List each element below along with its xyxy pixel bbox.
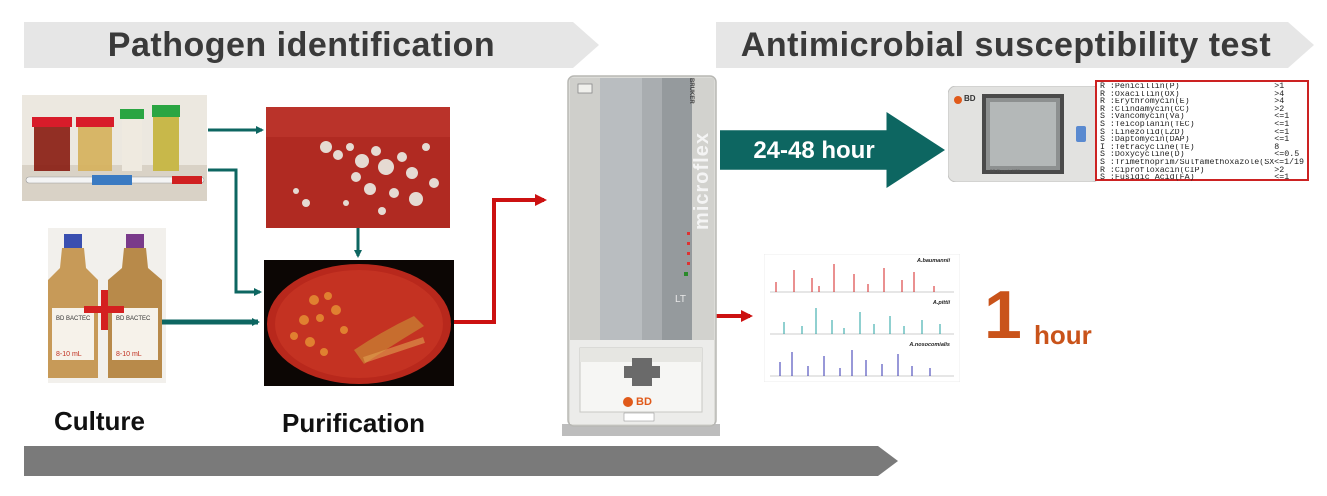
ast-value: <=1 bbox=[1274, 119, 1290, 129]
ast-header: Antimicrobial susceptibility test bbox=[716, 22, 1314, 68]
ast-flag: S bbox=[1100, 135, 1105, 145]
ast-row: S :Doxycycline(D) <=0.5 bbox=[1100, 151, 1304, 159]
ast-flag: R bbox=[1100, 165, 1105, 175]
ast-flag: I bbox=[1100, 142, 1105, 152]
instrument-brand-label: microflex bbox=[691, 132, 713, 230]
timeline-bar bbox=[24, 446, 898, 476]
spectrum-organism-label: A.baumannii bbox=[916, 258, 950, 264]
ast-row: R :Oxacillin(OX) >4 bbox=[1100, 89, 1304, 99]
purification-caption: Purification bbox=[282, 408, 426, 438]
ast-value: <=1 bbox=[1274, 127, 1290, 137]
short-time-unit: hour bbox=[1034, 320, 1092, 350]
ast-flag: S bbox=[1100, 127, 1105, 137]
ast-row: S :Vancomycin(Va) <=1 bbox=[1100, 113, 1304, 121]
ast-drug: :Ciprofloxacin(CIP) bbox=[1109, 166, 1205, 175]
culture-caption: Culture bbox=[54, 406, 145, 436]
ast-row: R :Erythromycin(E) >4 bbox=[1100, 98, 1304, 106]
ast-drug: :Teicoplanin(TEC) bbox=[1109, 120, 1195, 129]
ast-drug: :Linezolid(LZD) bbox=[1109, 128, 1185, 137]
bottle-label-left: BD BACTEC bbox=[56, 316, 91, 322]
ast-drug: :Clindamycin(CC) bbox=[1109, 105, 1190, 114]
ast-row: S :Trimethoprim/Sulfamethoxazole(SXT)<=1/… bbox=[1100, 157, 1304, 167]
ast-row: S :Fusidic Acid(FA) <=1 bbox=[1100, 174, 1304, 182]
ast-flag: R bbox=[1100, 104, 1105, 114]
ast-value: >4 bbox=[1274, 89, 1285, 99]
short-time-number: 1 bbox=[984, 277, 1022, 353]
spectrum-organism-label: A.nosocomialis bbox=[908, 342, 950, 348]
ast-flag: S bbox=[1100, 119, 1105, 129]
ast-value: <=1 bbox=[1274, 112, 1290, 122]
bottle-volume-left: 8-10 mL bbox=[56, 351, 82, 358]
phoenix-model-label: BD Phoenix M50 bbox=[990, 168, 1021, 173]
ast-value: <=1 bbox=[1274, 135, 1290, 145]
ast-drug: :Oxacillin(OX) bbox=[1109, 90, 1180, 99]
ast-row: R :Clindamycin(CC) >2 bbox=[1100, 104, 1304, 114]
maldi-tof-instrument: BRUKER microflex LT BD bbox=[562, 72, 720, 440]
ast-value: <=0.5 bbox=[1274, 150, 1300, 160]
spectrum-organism-label: A.pittii bbox=[932, 300, 951, 306]
ast-value: >2 bbox=[1274, 165, 1285, 175]
ast-value: <=1/19 bbox=[1274, 157, 1304, 167]
ast-row: I :Tetracycline(TE) 8 bbox=[1100, 142, 1304, 152]
instrument-badge-label: BD bbox=[636, 396, 652, 408]
instrument-maker-label: BRUKER bbox=[688, 78, 694, 104]
ast-flag: S bbox=[1100, 173, 1105, 183]
ast-flag: S bbox=[1100, 157, 1105, 167]
ast-drug: :Penicillin(P) bbox=[1109, 83, 1180, 91]
ast-row: R :Ciprofloxacin(CIP) >2 bbox=[1100, 165, 1304, 175]
ast-drug: :Daptomycin(DAP) bbox=[1109, 136, 1190, 144]
blood-culture-bottles-photo: BD BACTEC 8-10 mL BD BACTEC 8-10 mL bbox=[48, 228, 166, 383]
ast-drug: :Doxycycline(D) bbox=[1109, 151, 1185, 159]
ast-row: S :Daptomycin(DAP) <=1 bbox=[1100, 136, 1304, 144]
ast-value: >4 bbox=[1274, 97, 1285, 107]
ast-value: >2 bbox=[1274, 104, 1285, 114]
agar-plate-photo bbox=[264, 260, 454, 386]
agar-to-instrument-arrow bbox=[454, 194, 547, 324]
ast-drug: :Fusidic Acid(FA) bbox=[1109, 174, 1195, 182]
pathogen-identification-title: Pathogen identification bbox=[107, 25, 496, 64]
ast-row: R :Penicillin(P) >1 bbox=[1100, 83, 1304, 91]
phoenix-ast-device: BD BD Phoenix M50 bbox=[947, 85, 1101, 183]
tubes-to-agar-arrow bbox=[208, 168, 262, 296]
sample-tubes-photo bbox=[22, 95, 207, 201]
ast-flag: R bbox=[1100, 82, 1105, 91]
ast-flag: R bbox=[1100, 97, 1105, 107]
ast-flag: R bbox=[1100, 89, 1105, 99]
pathogen-identification-header: Pathogen identification bbox=[24, 22, 599, 68]
ast-value: <=1 bbox=[1274, 173, 1290, 183]
ast-row: S :Teicoplanin(TEC) <=1 bbox=[1100, 121, 1304, 129]
ast-title: Antimicrobial susceptibility test bbox=[740, 25, 1272, 64]
phoenix-badge-label: BD bbox=[964, 94, 976, 103]
ast-drug: :Vancomycin(Va) bbox=[1109, 113, 1185, 121]
ast-flag: S bbox=[1100, 112, 1105, 122]
ast-value: 8 bbox=[1274, 142, 1280, 152]
ast-value: >1 bbox=[1274, 82, 1285, 91]
bottle-label-right: BD BACTEC bbox=[116, 316, 151, 322]
ast-row: S :Linezolid(LZD) <=1 bbox=[1100, 127, 1304, 137]
colony-plate-photo bbox=[266, 107, 450, 228]
ast-drug: :Tetracycline(TE) bbox=[1109, 143, 1195, 152]
ast-drug: :Erythromycin(E) bbox=[1109, 98, 1190, 106]
instrument-model-label: LT bbox=[675, 294, 686, 305]
long-time-label: 24-48 hour bbox=[753, 137, 875, 164]
bottle-volume-right: 8-10 mL bbox=[116, 351, 142, 358]
ast-drug: :Trimethoprim/Sulfamethoxazole(SXT) bbox=[1109, 158, 1275, 167]
ast-flag: S bbox=[1100, 150, 1105, 160]
